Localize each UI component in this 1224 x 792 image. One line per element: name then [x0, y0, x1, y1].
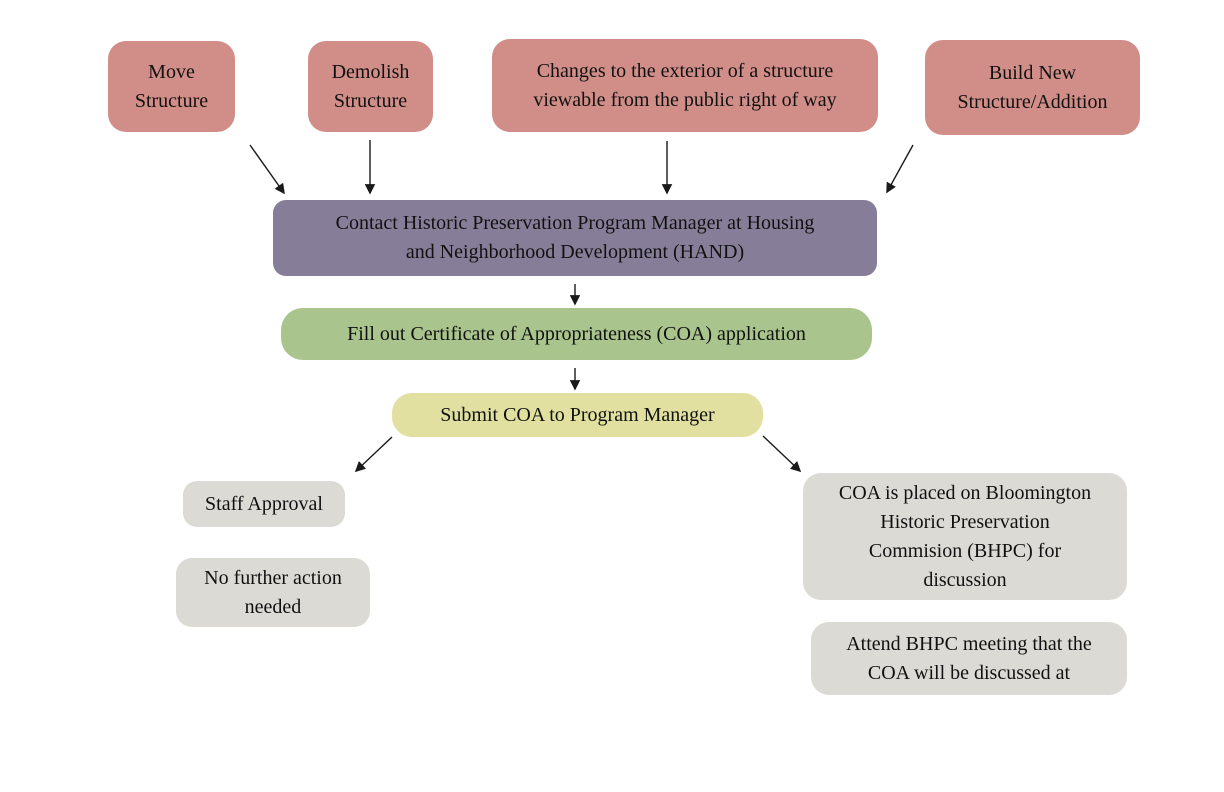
arrow-move-to-contact [249, 144, 285, 195]
node-staff-approval: Staff Approval [183, 481, 345, 527]
node-demolish-structure: Demolish Structure [308, 41, 433, 132]
node-exterior-changes: Changes to the exterior of a structure v… [492, 39, 878, 132]
node-submit-coa: Submit COA to Program Manager [392, 393, 763, 437]
node-demolish-structure-label: Demolish Structure [331, 60, 410, 112]
node-move-structure-label: Move Structure [134, 60, 209, 112]
node-build-new-structure: Build New Structure/Addition [925, 40, 1140, 135]
arrow-submit-to-bhpc [762, 435, 802, 473]
arrow-submit-to-staff [354, 436, 393, 473]
node-attend-bhpc-meeting-label: Attend BHPC meeting that the COA will be… [846, 632, 1092, 684]
node-no-further-action-label: No further action needed [204, 566, 342, 618]
arrow-buildnew-to-contact [886, 144, 914, 194]
node-submit-coa-label: Submit COA to Program Manager [440, 403, 715, 426]
node-exterior-changes-label: Changes to the exterior of a structure v… [533, 59, 837, 111]
node-coa-placed-bhpc: COA is placed on Bloomington Historic Pr… [803, 473, 1127, 600]
node-staff-approval-label: Staff Approval [205, 492, 323, 515]
node-move-structure: Move Structure [108, 41, 235, 132]
node-fill-coa-application: Fill out Certificate of Appropriateness … [281, 308, 872, 360]
node-coa-placed-bhpc-label: COA is placed on Bloomington Historic Pr… [838, 481, 1092, 591]
node-fill-coa-application-label: Fill out Certificate of Appropriateness … [347, 322, 806, 345]
node-build-new-structure-label: Build New Structure/Addition [957, 61, 1108, 113]
node-contact-hand: Contact Historic Preservation Program Ma… [273, 200, 877, 276]
node-contact-hand-label: Contact Historic Preservation Program Ma… [335, 212, 815, 263]
node-no-further-action: No further action needed [176, 558, 370, 627]
node-attend-bhpc-meeting: Attend BHPC meeting that the COA will be… [811, 622, 1127, 695]
